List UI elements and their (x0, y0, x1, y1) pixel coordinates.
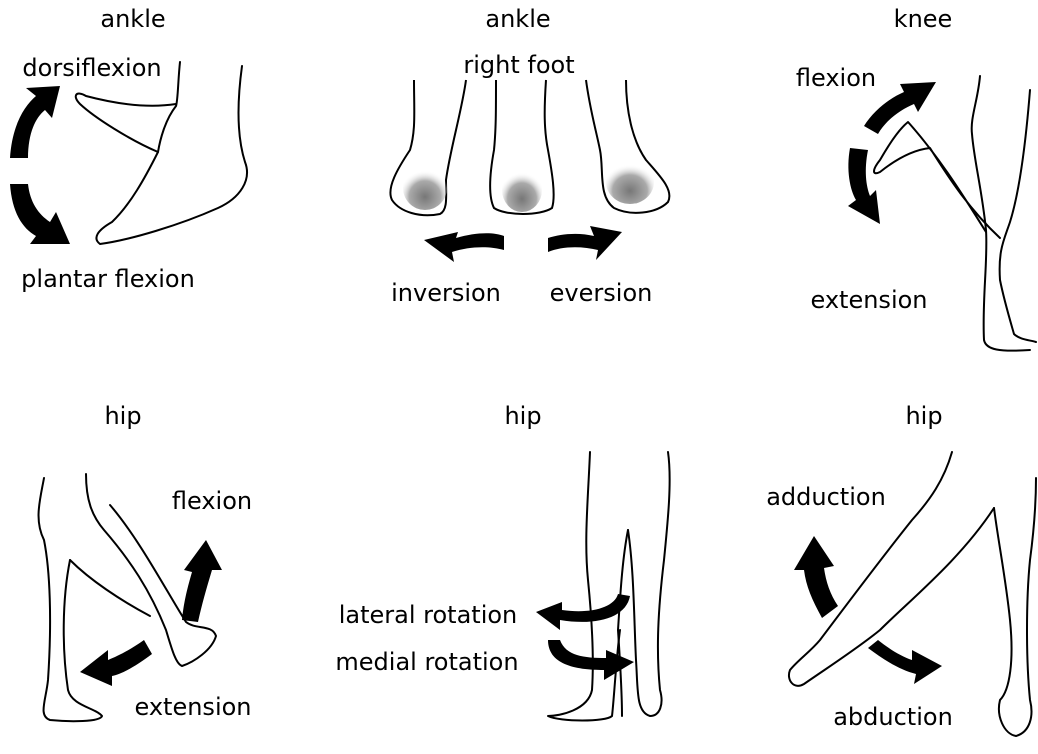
dorsiflexion-label: dorsiflexion (22, 56, 161, 80)
inversion-arrow (424, 232, 504, 262)
lateral-rotation-arrow (536, 594, 630, 630)
knee-extension-arrow (848, 148, 880, 224)
hip-extension-label: extension (135, 695, 252, 719)
hip-adduction-arrow (794, 536, 838, 618)
knee-extension-label: extension (811, 288, 928, 312)
hip-flexion-label: flexion (172, 489, 252, 513)
dorsiflexion-arrow (10, 86, 60, 158)
ankle-inversion-title: ankle (485, 7, 550, 31)
lateral-rotation-label: lateral rotation (339, 603, 518, 627)
eversion-arrow (548, 226, 622, 260)
hip-abduction-title: hip (905, 404, 942, 428)
eversion-label: eversion (550, 281, 653, 305)
adduction-label: adduction (766, 485, 886, 509)
plantar-flexion-arrow (10, 184, 70, 244)
everted-foot-figure (586, 80, 669, 213)
neutral-foot-figure (490, 80, 553, 214)
ankle-flexion-figure (76, 62, 247, 244)
hip-abduction-arrow (868, 640, 942, 684)
hip-rotation-figure (548, 452, 670, 721)
plantar-flexion-label: plantar flexion (21, 267, 195, 291)
hip-rotation-title: hip (504, 404, 541, 428)
inversion-label: inversion (391, 281, 501, 305)
hip-flexion-arrow (182, 540, 222, 622)
right-foot-label: right foot (463, 53, 574, 77)
ankle-flexion-title: ankle (100, 7, 165, 31)
raised-foot-outline (76, 94, 176, 152)
hip-flexion-title: hip (104, 404, 141, 428)
knee-title: knee (894, 7, 953, 31)
hip-extension-arrow (80, 640, 152, 686)
medial-rotation-label: medial rotation (335, 650, 518, 674)
inverted-foot-figure (390, 80, 466, 215)
lower-leg-outline (96, 62, 247, 244)
knee-flexion-label: flexion (796, 66, 876, 90)
abduction-label: abduction (833, 705, 953, 729)
